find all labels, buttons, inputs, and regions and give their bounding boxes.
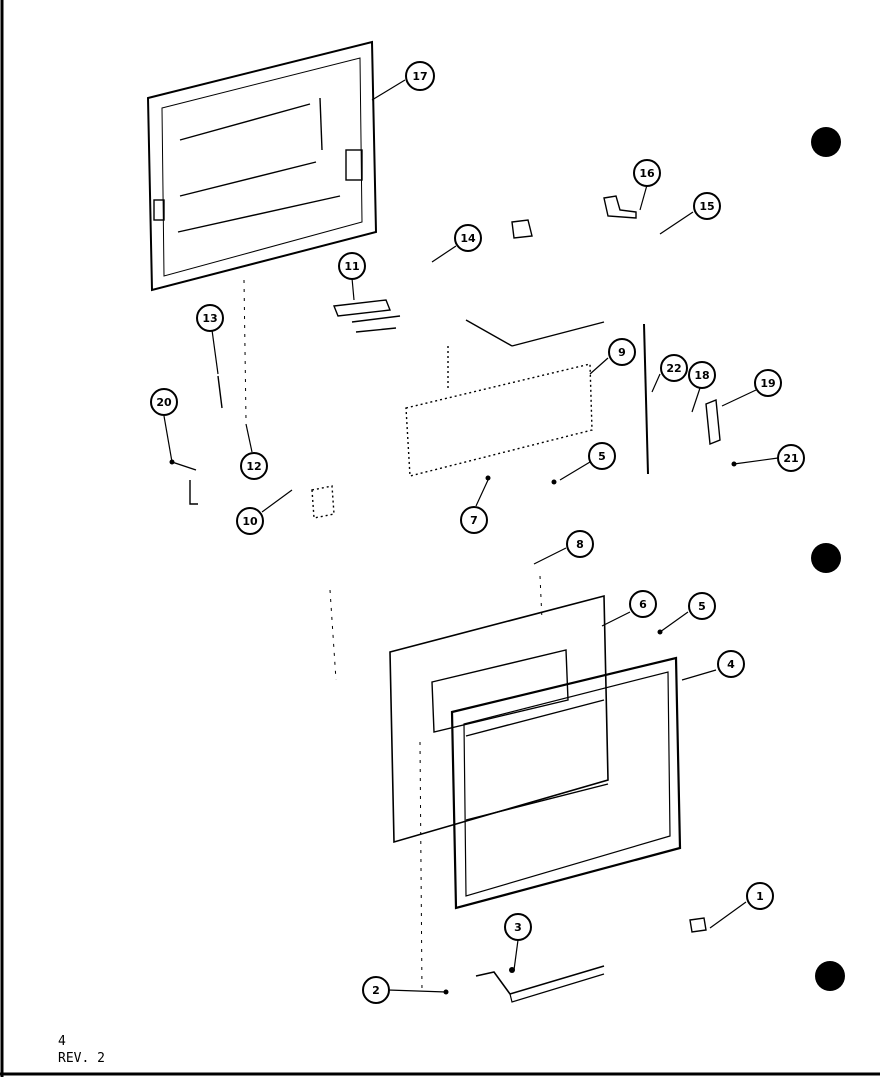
callout-label: 2 <box>372 984 380 997</box>
callout-8: 8 <box>566 530 594 558</box>
callout-17: 17 <box>405 61 435 91</box>
page-number: 4 <box>58 1034 66 1049</box>
part-6-inner-panel <box>389 594 609 844</box>
callout-label: 1 <box>756 890 764 903</box>
callout-label: 12 <box>246 460 261 473</box>
callouts: 17 16 15 14 11 13 9 22 18 19 20 12 5 21 … <box>150 61 805 1004</box>
part-22-strip <box>643 323 649 475</box>
part-19-bracket <box>705 399 721 445</box>
callout-11: 11 <box>338 252 366 280</box>
binder-hole-bottom <box>815 961 845 991</box>
callout-label: 16 <box>639 167 655 180</box>
callout-label: 14 <box>460 232 476 245</box>
callout-label: 21 <box>783 452 798 465</box>
callout-label: 10 <box>242 515 258 528</box>
callout-label: 4 <box>727 658 735 671</box>
callout-label: 5 <box>698 600 706 613</box>
revision-label: REV. 2 <box>58 1051 105 1066</box>
callout-22: 22 <box>660 354 688 382</box>
callout-7: 7 <box>460 506 488 534</box>
callout-9: 9 <box>608 338 636 366</box>
callout-1: 1 <box>746 882 774 910</box>
part-16-bracket <box>603 195 637 219</box>
callout-13: 13 <box>196 304 224 332</box>
callout-label: 19 <box>760 377 775 390</box>
callout-label: 22 <box>666 362 681 375</box>
part-9-panel <box>405 319 605 477</box>
callout-label: 20 <box>156 396 172 409</box>
part-11-clips <box>351 315 401 333</box>
callout-19: 19 <box>754 369 782 397</box>
callout-14: 14 <box>454 224 482 252</box>
callout-16: 16 <box>633 159 661 187</box>
part-13-hinge <box>217 375 223 409</box>
callout-20: 20 <box>150 388 178 416</box>
callout-5-lower: 5 <box>688 592 716 620</box>
callout-3: 3 <box>504 913 532 941</box>
part-3-trim <box>475 965 605 995</box>
page-footer: 4 REV. 2 <box>58 1033 105 1067</box>
part-10-part <box>311 485 335 519</box>
part-4-door-frame <box>450 656 682 910</box>
callout-15: 15 <box>693 192 721 220</box>
callout-label: 9 <box>618 346 626 359</box>
fasteners <box>169 459 737 995</box>
part-17-panel <box>146 40 378 292</box>
callout-2: 2 <box>362 976 390 1004</box>
callout-label: 13 <box>202 312 217 325</box>
callout-label: 15 <box>699 200 714 213</box>
binder-hole-top <box>811 127 841 157</box>
callout-21: 21 <box>777 444 805 472</box>
callout-6: 6 <box>629 590 657 618</box>
binder-hole-middle <box>811 543 841 573</box>
callout-4: 4 <box>717 650 745 678</box>
part-20-part <box>171 461 198 505</box>
callout-10: 10 <box>236 507 264 535</box>
part-11-handle <box>333 299 391 317</box>
callout-label: 11 <box>344 260 359 273</box>
callout-label: 7 <box>470 514 478 527</box>
callout-label: 3 <box>514 921 522 934</box>
callout-12: 12 <box>240 452 268 480</box>
callout-label: 8 <box>576 538 584 551</box>
callout-label: 6 <box>639 598 647 611</box>
callout-label: 18 <box>694 369 709 382</box>
callout-label: 5 <box>598 450 606 463</box>
bracket-small <box>511 219 533 239</box>
callout-5-upper: 5 <box>588 442 616 470</box>
part-1-part <box>689 917 707 933</box>
callout-label: 17 <box>412 70 427 83</box>
callout-18: 18 <box>688 361 716 389</box>
